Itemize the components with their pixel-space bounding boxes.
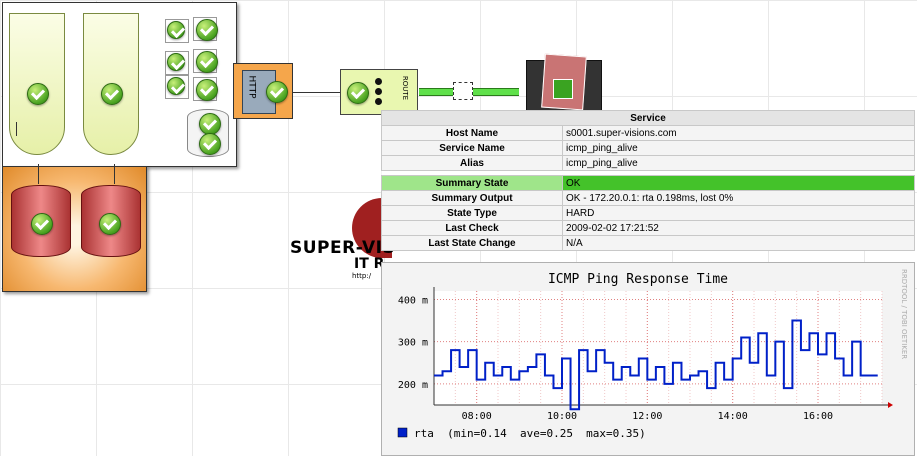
check-icon bbox=[31, 213, 53, 235]
check-icon bbox=[199, 133, 221, 155]
check-icon bbox=[196, 19, 218, 41]
chart-title: ICMP Ping Response Time bbox=[548, 272, 728, 287]
x-tick-label: 14:00 bbox=[718, 411, 748, 422]
device-node[interactable] bbox=[526, 53, 602, 112]
chart-legend: rta (min=0.14 ave=0.25 max=0.35) bbox=[414, 427, 646, 440]
router-node[interactable]: ROUTE bbox=[340, 69, 418, 115]
check-icon bbox=[196, 79, 218, 101]
check-icon bbox=[553, 79, 573, 99]
x-tick-label: 12:00 bbox=[632, 411, 662, 422]
check-icon bbox=[167, 21, 185, 39]
x-axis-arrow bbox=[888, 402, 893, 408]
database-panel[interactable] bbox=[2, 166, 147, 292]
http-label: HTTP bbox=[246, 75, 257, 99]
http-node[interactable]: HTTP bbox=[233, 63, 293, 119]
summary-state-row: Summary State OK bbox=[381, 175, 915, 191]
check-icon bbox=[199, 113, 221, 135]
logo-subtext: IT R bbox=[354, 256, 385, 272]
status-badge: OK bbox=[562, 175, 915, 191]
server-panel[interactable] bbox=[2, 2, 237, 167]
y-tick-label: 200 m bbox=[398, 380, 428, 391]
check-icon bbox=[167, 77, 185, 95]
chart-watermark: RRDTOOL / TOBI OETIKER bbox=[900, 269, 908, 359]
series-line-rta bbox=[434, 319, 878, 411]
chart-svg: ICMP Ping Response Time RRDTOOL / TOBI O… bbox=[397, 269, 908, 440]
y-tick-label: 300 m bbox=[398, 338, 428, 349]
plot-area bbox=[434, 291, 882, 405]
x-tick-label: 16:00 bbox=[803, 411, 833, 422]
check-icon bbox=[196, 51, 218, 73]
check-icon bbox=[167, 53, 185, 71]
legend-swatch bbox=[397, 427, 408, 438]
response-time-graph: ICMP Ping Response Time RRDTOOL / TOBI O… bbox=[381, 262, 915, 456]
database-icon bbox=[81, 185, 141, 257]
route-label: ROUTE bbox=[401, 75, 410, 101]
check-icon bbox=[266, 81, 288, 103]
check-icon bbox=[101, 83, 123, 105]
table-header: Service bbox=[381, 110, 915, 126]
y-tick-label: 400 m bbox=[398, 295, 428, 306]
logo-text: SUPER-VIS bbox=[290, 238, 396, 258]
check-icon bbox=[347, 82, 369, 104]
x-tick-label: 10:00 bbox=[547, 411, 577, 422]
check-icon bbox=[27, 83, 49, 105]
check-icon bbox=[99, 213, 121, 235]
logo-url: http:/ bbox=[352, 272, 372, 280]
x-tick-label: 08:00 bbox=[462, 411, 492, 422]
